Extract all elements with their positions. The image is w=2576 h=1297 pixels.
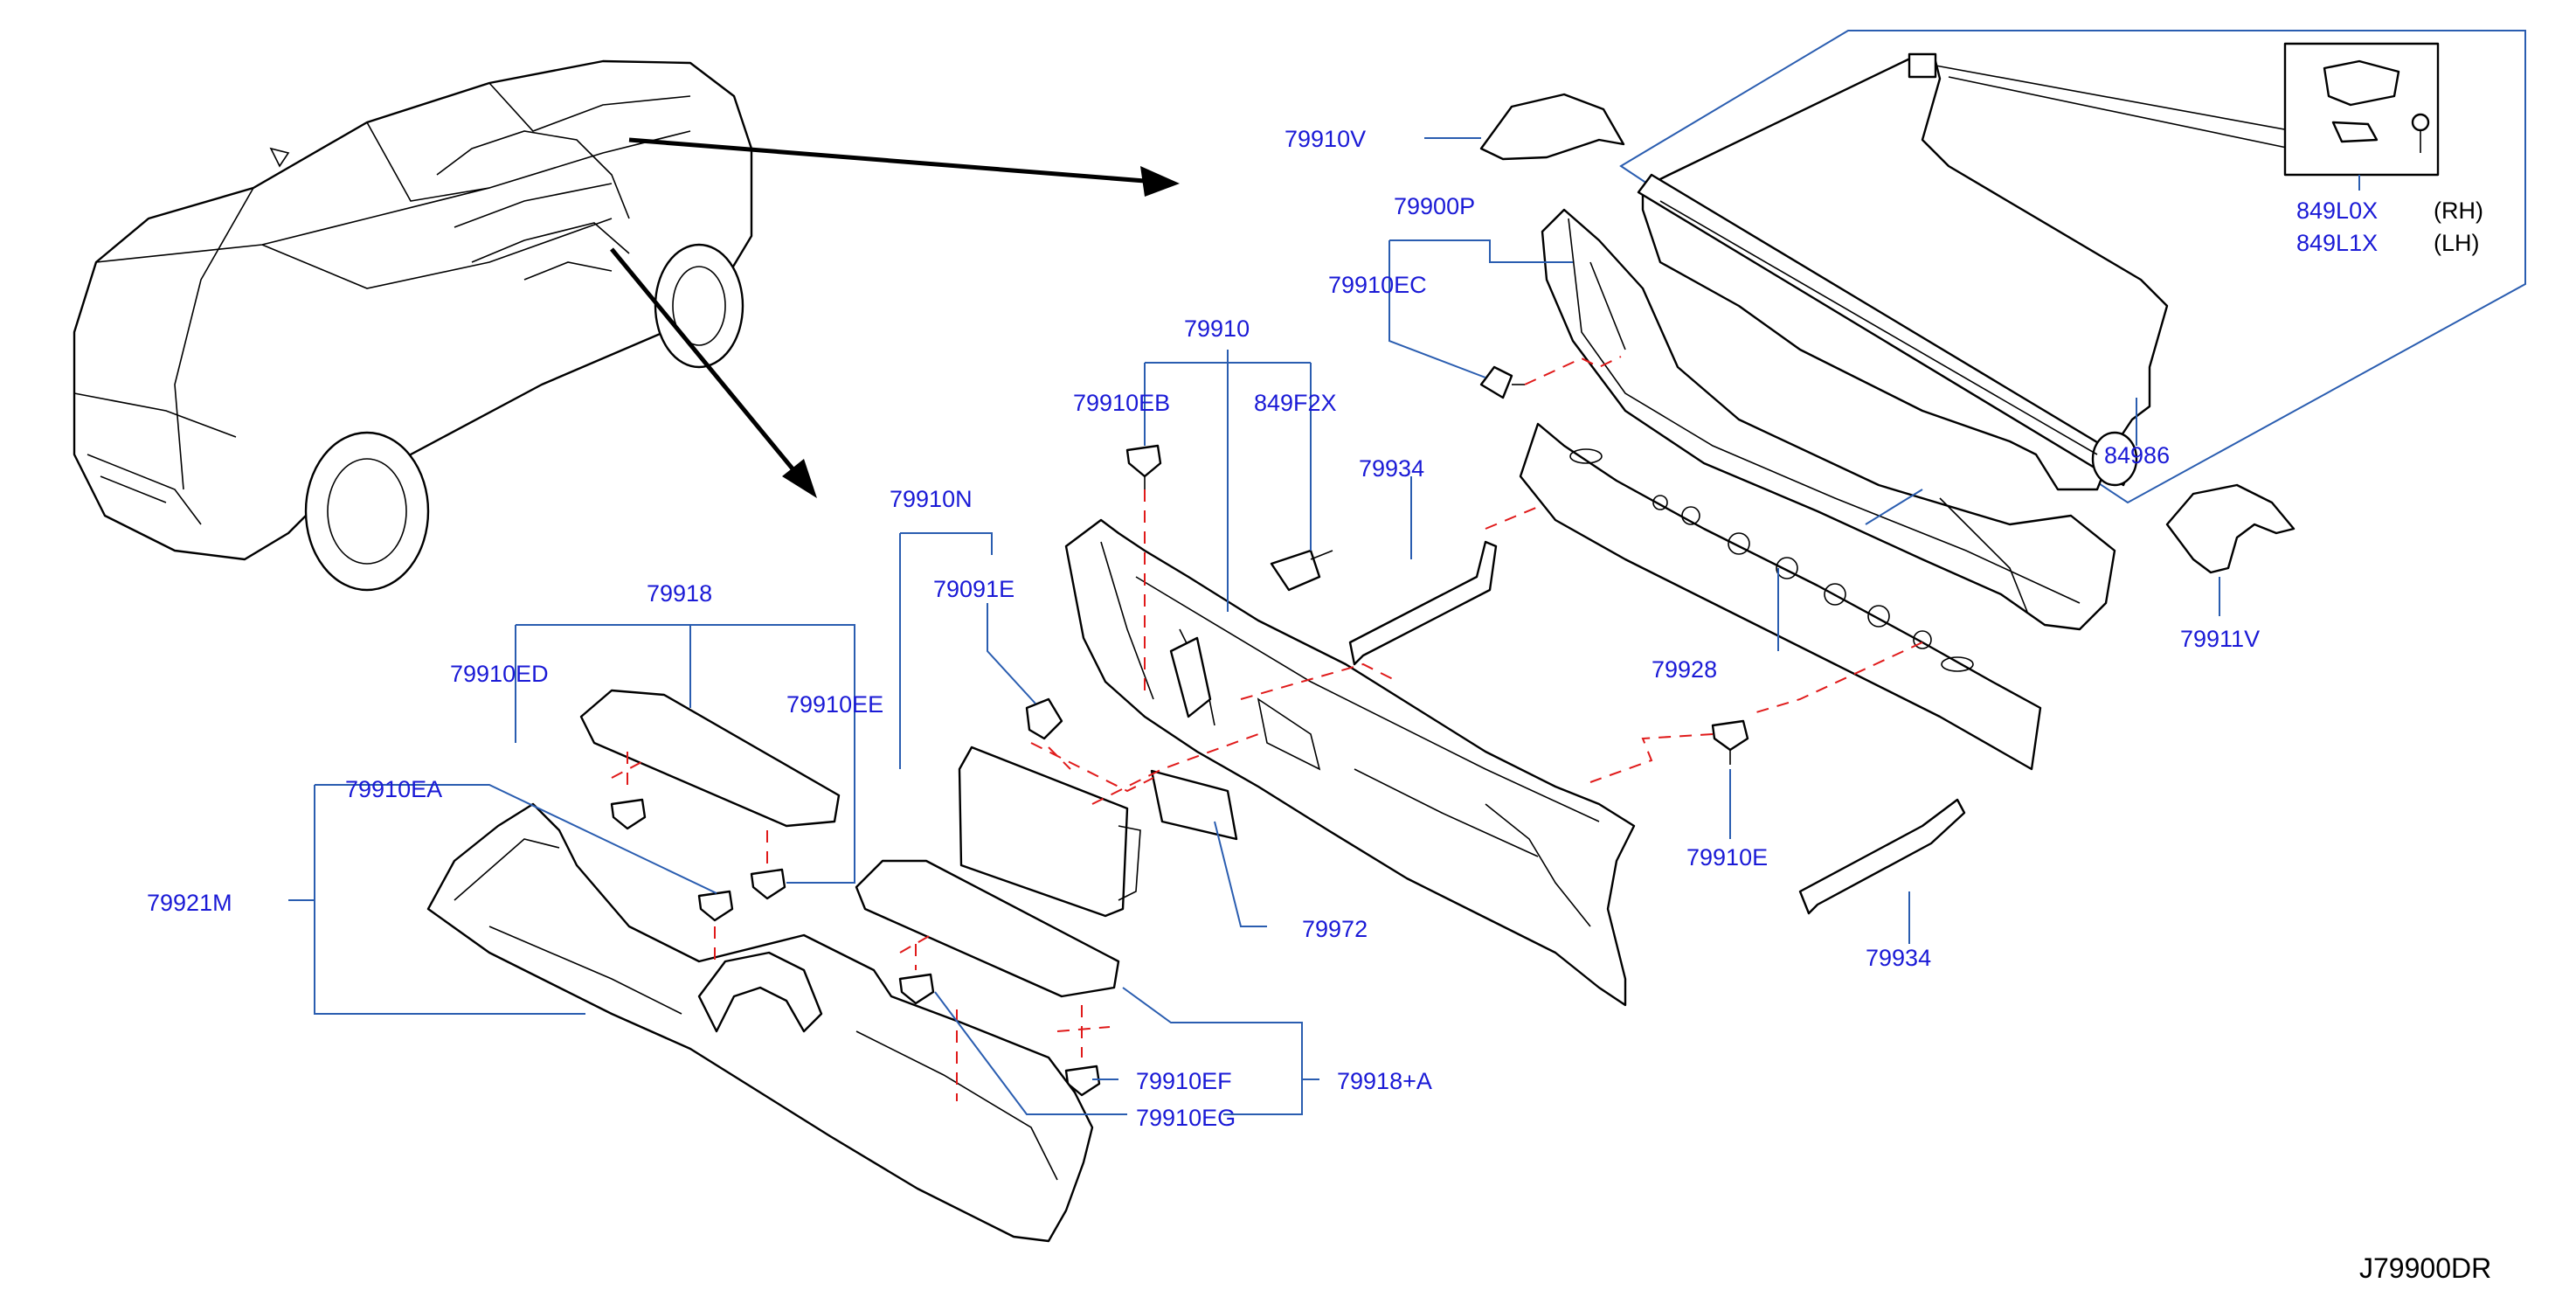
label-79928: 79928	[1652, 656, 1717, 683]
label-79972: 79972	[1302, 916, 1368, 942]
label-79910EF: 79910EF	[1136, 1068, 1232, 1094]
arrow-to-trim	[610, 247, 797, 474]
rear-panel-79900P	[1541, 208, 2116, 631]
clip-79910EA	[697, 890, 734, 922]
arrow-head-trim	[782, 459, 817, 498]
clip-79910ED	[610, 798, 647, 830]
bracket-79934-lower	[1798, 798, 1966, 915]
label-79910EG: 79910EG	[1136, 1105, 1236, 1131]
label-79934-lower: 79934	[1866, 945, 1931, 971]
main-trim-panel-79910	[1064, 518, 1636, 1007]
label-79910E: 79910E	[1686, 844, 1768, 870]
label-84986: 84986	[2104, 442, 2170, 468]
label-79091E: 79091E	[933, 576, 1014, 602]
board-79918A	[855, 859, 1120, 998]
label-79910EB: 79910EB	[1073, 390, 1170, 416]
arrow-head-cover	[1140, 166, 1180, 197]
arrow-to-cover	[628, 137, 1146, 184]
note-lh: (LH)	[2434, 230, 2480, 256]
clip-79910EC	[1479, 365, 1525, 399]
label-79910EA: 79910EA	[345, 776, 442, 802]
label-849F2X: 849F2X	[1254, 390, 1337, 416]
card-79972	[1150, 769, 1238, 841]
label-79918A: 79918+A	[1337, 1068, 1432, 1094]
tonneau-cover-box	[1619, 30, 2526, 504]
clip-79910EG	[898, 973, 935, 1005]
diagram-code: J79900DR	[2359, 1252, 2491, 1284]
label-79910V: 79910V	[1285, 126, 1366, 152]
label-79910EE: 79910EE	[786, 691, 883, 718]
trim-cap-79910V	[1479, 93, 1625, 161]
label-79910: 79910	[1184, 316, 1250, 342]
note-rh: (RH)	[2434, 198, 2483, 224]
leader-lines	[288, 137, 2220, 1115]
trim-cap-79911V	[2165, 483, 2296, 574]
label-79910ED: 79910ED	[450, 661, 549, 687]
label-79911V: 79911V	[2180, 626, 2260, 652]
board-79918	[579, 689, 841, 828]
car-overview-illustration	[73, 59, 753, 592]
cross-member-79928	[1519, 422, 2042, 771]
bracket-79934-upper	[1348, 540, 1498, 666]
label-79910N: 79910N	[890, 486, 973, 512]
label-79934-upper: 79934	[1359, 455, 1424, 482]
clip-79910EE	[750, 868, 786, 900]
dashed-assembly-links	[611, 356, 1923, 1101]
label-79921M: 79921M	[147, 890, 232, 916]
label-79918: 79918	[647, 580, 712, 607]
label-849L1X: 849L1X	[2296, 230, 2378, 256]
label-79910EC: 79910EC	[1328, 272, 1427, 298]
label-849L0X: 849L0X	[2296, 198, 2378, 224]
lower-trim-79921M	[426, 802, 1094, 1243]
part-labels: 79910V 79900P 79910EC 79910 79910EB 849F…	[147, 126, 2483, 1131]
clip-79910E	[1711, 719, 1749, 765]
clip-79910EB	[1125, 444, 1162, 489]
label-79900P: 79900P	[1394, 193, 1475, 219]
grommet-849F2X	[1270, 549, 1333, 592]
lid-79910N	[958, 746, 1129, 918]
clip-79091E	[1025, 697, 1063, 740]
